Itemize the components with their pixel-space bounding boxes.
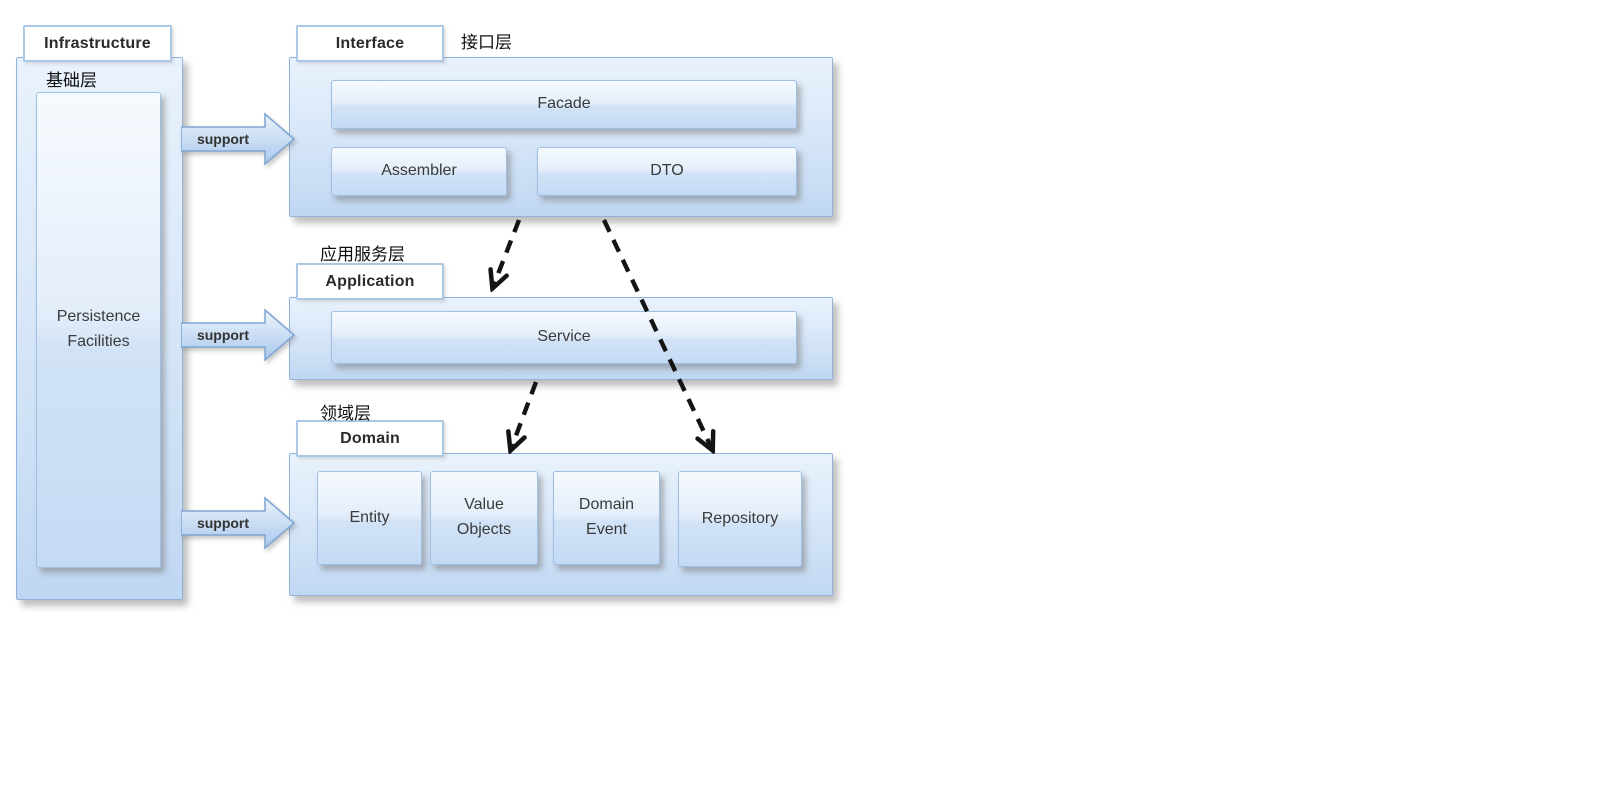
tab-application: Application xyxy=(296,263,444,300)
node-domain-event: Domain Event xyxy=(553,471,660,565)
support-arrow-label: support xyxy=(196,327,250,343)
support-arrow-label: support xyxy=(196,515,250,531)
node-persistence-facilities: Persistence Facilities xyxy=(36,92,161,568)
cn-label-infrastructure: 基础层 xyxy=(46,71,97,90)
support-arrow-shape xyxy=(180,496,296,550)
support-arrow-label: support xyxy=(196,131,250,147)
node-assembler: Assembler xyxy=(331,147,507,196)
node-service: Service xyxy=(331,311,797,364)
node-entity: Entity xyxy=(317,471,422,565)
cn-label-application: 应用服务层 xyxy=(320,245,405,264)
node-value-objects: Value Objects xyxy=(430,471,538,565)
support-arrow-shape xyxy=(180,308,296,362)
support-arrow-shape xyxy=(180,112,296,166)
tab-domain: Domain xyxy=(296,420,444,457)
arrow-application-to-domain xyxy=(511,381,539,449)
tab-interface: Interface xyxy=(296,25,444,62)
tab-infrastructure: Infrastructure xyxy=(23,25,172,62)
node-repository: Repository xyxy=(678,471,802,567)
arrow-interface-to-application xyxy=(493,219,522,287)
support-arrow-to-domain: support xyxy=(180,496,296,550)
node-dto: DTO xyxy=(537,147,797,196)
support-arrow-to-application: support xyxy=(180,308,296,362)
cn-label-interface: 接口层 xyxy=(461,33,512,52)
cn-label-domain: 领域层 xyxy=(320,404,371,423)
support-arrow-to-interface: support xyxy=(180,112,296,166)
node-facade: Facade xyxy=(331,80,797,129)
